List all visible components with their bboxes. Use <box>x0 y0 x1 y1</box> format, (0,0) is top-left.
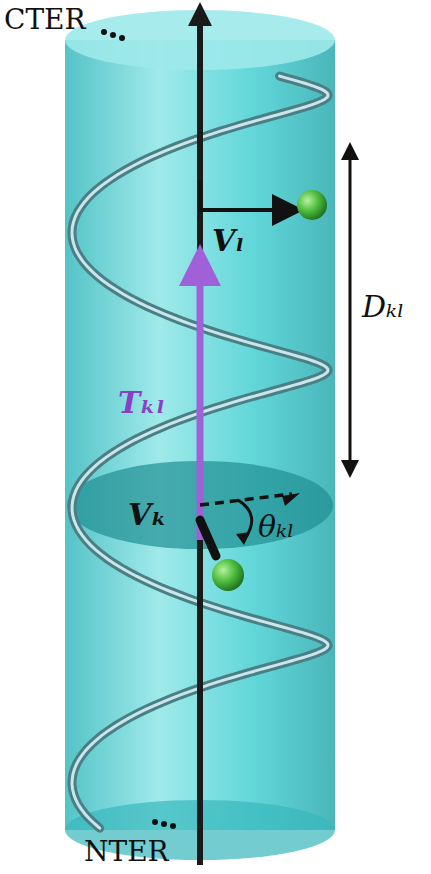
projected-arrowhead <box>282 493 300 506</box>
vector-vk <box>200 520 216 556</box>
angle-arrowhead <box>236 532 250 545</box>
vector-base <box>198 180 202 212</box>
distance-arrow <box>349 158 352 462</box>
angle-label: θₖₗ <box>258 512 294 542</box>
vector-label: Vₖ <box>128 500 167 530</box>
ellipsis-dot <box>152 819 158 825</box>
vector-vl <box>200 208 296 212</box>
helix-axis <box>197 22 203 865</box>
ellipsis-dot <box>101 29 107 35</box>
distance-arrowhead <box>341 460 359 478</box>
ellipsis-dot <box>110 32 116 38</box>
residue-sphere <box>297 190 327 220</box>
distance-label: Dₖₗ <box>362 292 404 322</box>
vector-label: Tₖₗ <box>118 388 165 418</box>
ellipsis-dot <box>161 821 167 827</box>
residue-sphere <box>212 559 244 591</box>
terminus-label: CTER <box>4 6 86 34</box>
projected-vector <box>200 494 292 505</box>
terminus-label: NTER <box>84 838 169 866</box>
vector-label: Vₗ <box>212 226 244 256</box>
axis-arrowhead <box>188 2 212 26</box>
ellipsis-dot <box>119 35 125 41</box>
distance-arrowhead <box>341 142 359 160</box>
translation-vector <box>197 258 204 540</box>
ellipsis-dot <box>170 823 176 829</box>
